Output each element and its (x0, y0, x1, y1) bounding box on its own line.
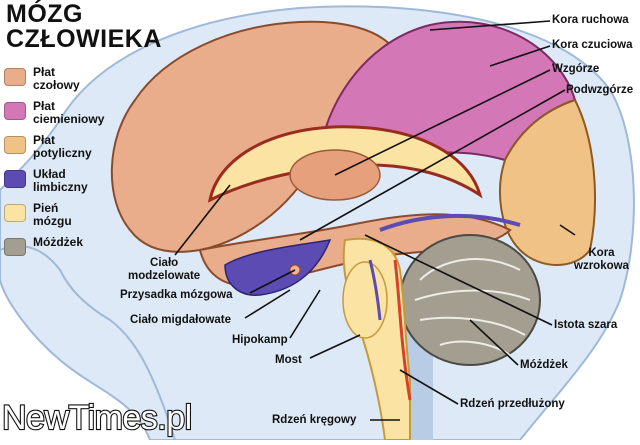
legend-label: Układ limbiczny (33, 168, 88, 194)
legend-label: Płat potyliczny (33, 134, 92, 160)
title-line-1: MÓZG (6, 0, 83, 28)
legend-text: Móżdżek (33, 235, 84, 249)
legend-item-cerebellum: Móżdżek (4, 236, 124, 264)
legend-text: Płat (33, 65, 56, 79)
legend-text: Płat (33, 133, 56, 147)
legend-text: Płat (33, 99, 56, 113)
legend-text: ciemieniowy (33, 112, 105, 126)
leader-istota-szara (364, 234, 553, 326)
label-cialo-modzelowate: Ciało modzelowate (128, 257, 200, 283)
leader-hipokamp (289, 289, 321, 339)
legend-item-brainstem: Pień mózgu (4, 202, 124, 236)
label-istota-szara: Istota szara (554, 319, 618, 331)
label-text: modzelowate (128, 270, 201, 282)
leader-podwzgorze (299, 89, 566, 241)
label-text: Ciało (150, 257, 179, 269)
label-kora-ruchowa: Kora ruchowa (552, 14, 629, 26)
blue-pathway (368, 259, 382, 321)
legend-item-limbic: Układ limbiczny (4, 168, 124, 202)
label-text: Kora (588, 247, 615, 259)
label-mozdzek: Móżdżek (520, 359, 568, 371)
label-rdzen-kregowy: Rdzeń kręgowy (272, 414, 357, 426)
occipital-swatch (4, 136, 26, 154)
leader-wzgorze (334, 69, 551, 176)
title-line-2: CZŁOWIEKA (6, 25, 162, 53)
leader-lines (174, 20, 576, 421)
brainstem-swatch (4, 204, 26, 222)
optic-pathway (379, 213, 521, 232)
limbic-system-shape (224, 239, 332, 296)
label-cialo-migdalowate: Ciało migdałowate (130, 314, 231, 326)
label-most: Most (275, 354, 302, 366)
label-kora-wzrokowa: Kora wzrokowa (574, 247, 629, 273)
page-title: MÓZG CZŁOWIEKA (6, 2, 162, 52)
pons-shape (342, 261, 388, 339)
leader-kora-czuciowa (489, 45, 551, 67)
label-przysadka: Przysadka mózgowa (120, 289, 233, 301)
legend-text: czołowy (33, 78, 80, 92)
leader-kora-wzrokowa (559, 224, 576, 236)
legend: Płat czołowy Płat ciemieniowy Płat potyl… (4, 66, 124, 264)
frontal-swatch (4, 68, 26, 86)
red-pathway (393, 259, 412, 401)
cerebellum-swatch (4, 238, 26, 256)
limbic-swatch (4, 170, 26, 188)
legend-text: Układ (33, 167, 66, 181)
leader-kora-ruchowa (429, 20, 551, 31)
legend-text: Pień (33, 201, 59, 215)
cerebellum-folds (414, 258, 531, 356)
parietal-swatch (4, 102, 26, 120)
leader-przysadka (249, 269, 296, 294)
legend-label: Pień mózgu (33, 202, 72, 228)
label-hipokamp: Hipokamp (232, 334, 288, 346)
cerebellum-shape (399, 234, 541, 366)
legend-item-frontal: Płat czołowy (4, 66, 124, 100)
legend-label: Płat czołowy (33, 66, 80, 92)
legend-label: Płat ciemieniowy (33, 100, 104, 126)
leader-cialo-migdalowate (244, 289, 291, 319)
label-rdzen-przedluzony: Rdzeń przedłużony (460, 398, 565, 410)
legend-item-occipital: Płat potyliczny (4, 134, 124, 168)
face-profile (0, 245, 176, 441)
legend-item-parietal: Płat ciemieniowy (4, 100, 124, 134)
legend-text: limbiczny (33, 180, 88, 194)
label-text: wzrokowa (574, 260, 629, 272)
watermark-logo: NewTimes.pl (1, 399, 193, 437)
leader-most (309, 334, 361, 359)
label-podwzgorze: Podwzgórze (566, 84, 634, 96)
legend-text: mózgu (33, 214, 72, 228)
legend-text: potyliczny (33, 146, 92, 160)
leader-rdzen-przedluzony (399, 369, 459, 405)
leader-mozdzek (469, 319, 519, 366)
label-wzgorze: Wzgórze (552, 63, 600, 75)
legend-label: Móżdżek (33, 236, 83, 249)
leader-cialo-modzelowate (174, 184, 231, 256)
label-kora-czuciowa: Kora czuciowa (552, 39, 633, 51)
